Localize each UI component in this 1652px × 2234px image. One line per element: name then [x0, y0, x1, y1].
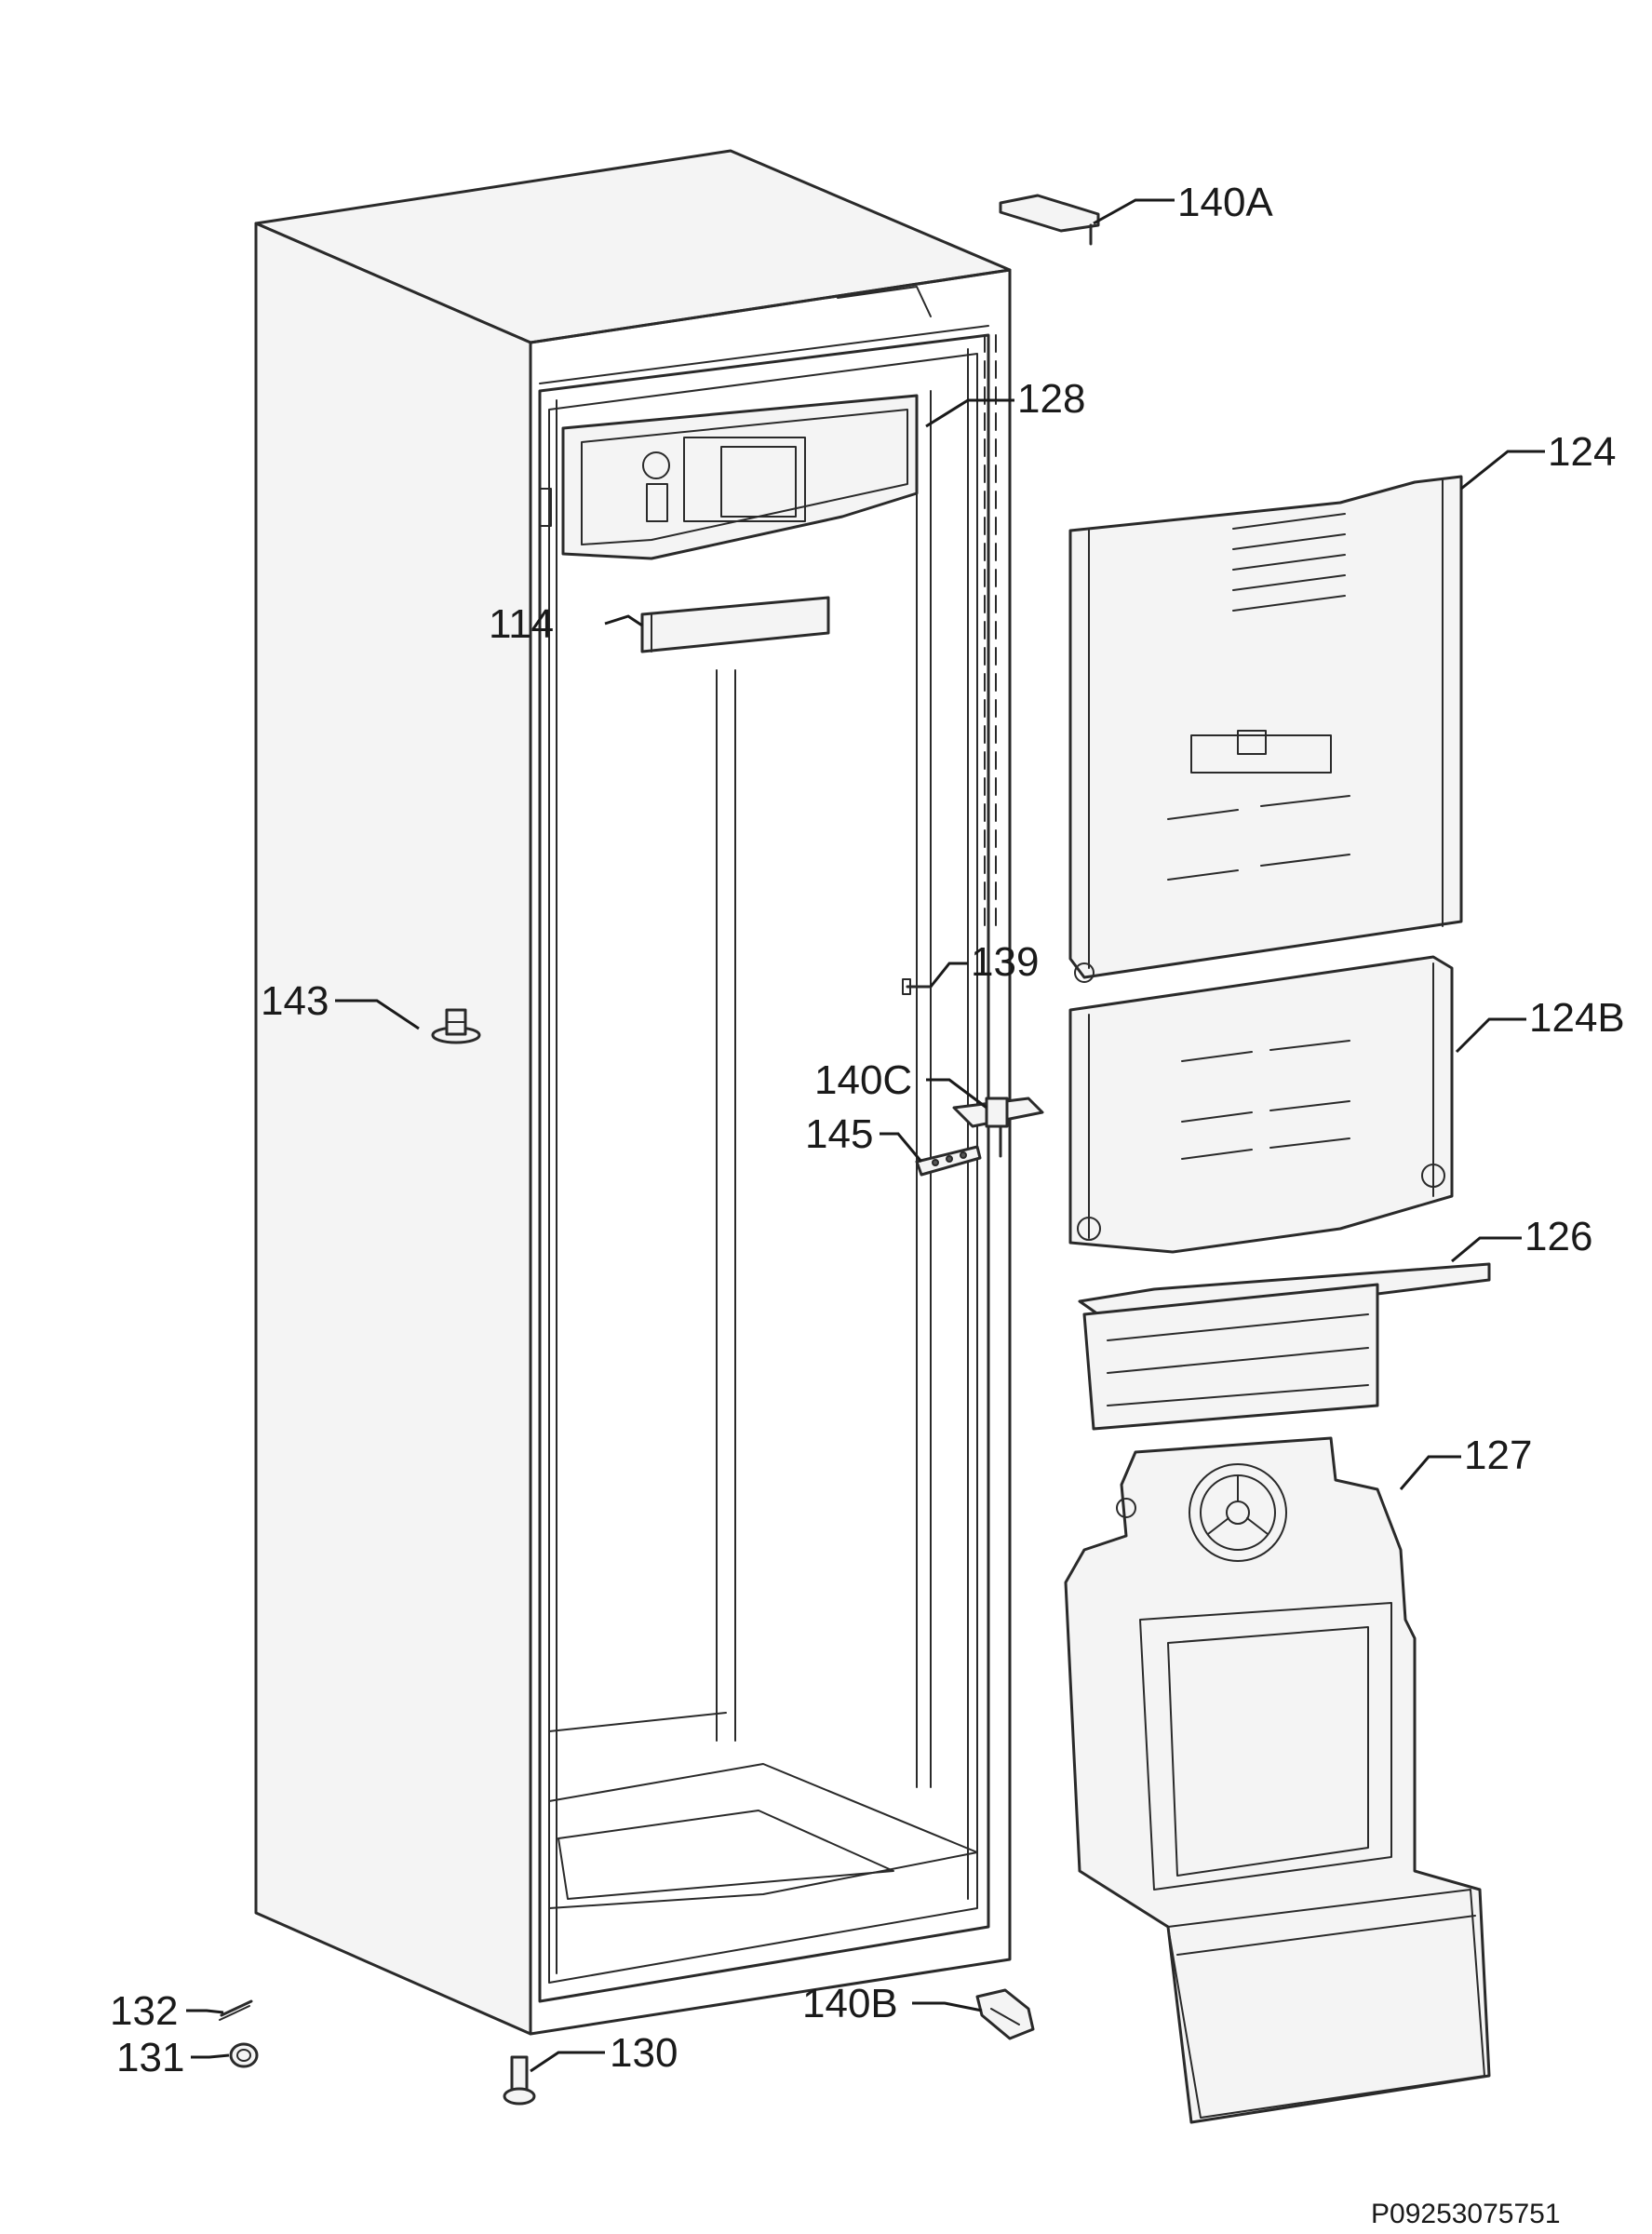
pin-part [902, 978, 933, 995]
control-housing [539, 394, 919, 560]
label-139: 139 [971, 939, 1039, 985]
drain-tray [1078, 1262, 1491, 1431]
label-132: 132 [110, 1988, 178, 2034]
lower-evaporator-cover [1068, 955, 1454, 1254]
screw-part [219, 1999, 253, 2021]
middle-hinge [952, 1097, 1044, 1158]
callout-labels: 140A 128 124 114 139 143 124B 140C 145 1… [110, 180, 1625, 2229]
label-131: 131 [116, 2035, 184, 2080]
label-130: 130 [610, 2030, 678, 2076]
upper-evaporator-cover [1068, 475, 1463, 983]
light-cover [640, 596, 830, 653]
label-145: 145 [805, 1111, 873, 1157]
label-140C: 140C [814, 1057, 912, 1103]
label-128: 128 [1017, 376, 1085, 422]
label-140A: 140A [1177, 180, 1273, 225]
leader-lines [186, 198, 1545, 2073]
bottom-hinge [975, 1988, 1035, 2040]
drawing-code: P09253075751 [1371, 2199, 1561, 2229]
label-126: 126 [1524, 1214, 1592, 1259]
label-143: 143 [261, 978, 329, 1024]
hinge-bracket [915, 1145, 982, 1177]
adjustable-foot [503, 2055, 536, 2106]
top-hinge [999, 194, 1100, 246]
label-127: 127 [1464, 1433, 1532, 1478]
clip-part [431, 1008, 481, 1044]
label-140B: 140B [802, 1981, 898, 2026]
label-114: 114 [489, 601, 554, 647]
label-124: 124 [1548, 429, 1616, 475]
label-124B: 124B [1529, 995, 1625, 1041]
cap-part [229, 2042, 259, 2068]
fan-duct [1064, 1436, 1491, 2124]
refrigerator-cabinet [254, 149, 1012, 2036]
